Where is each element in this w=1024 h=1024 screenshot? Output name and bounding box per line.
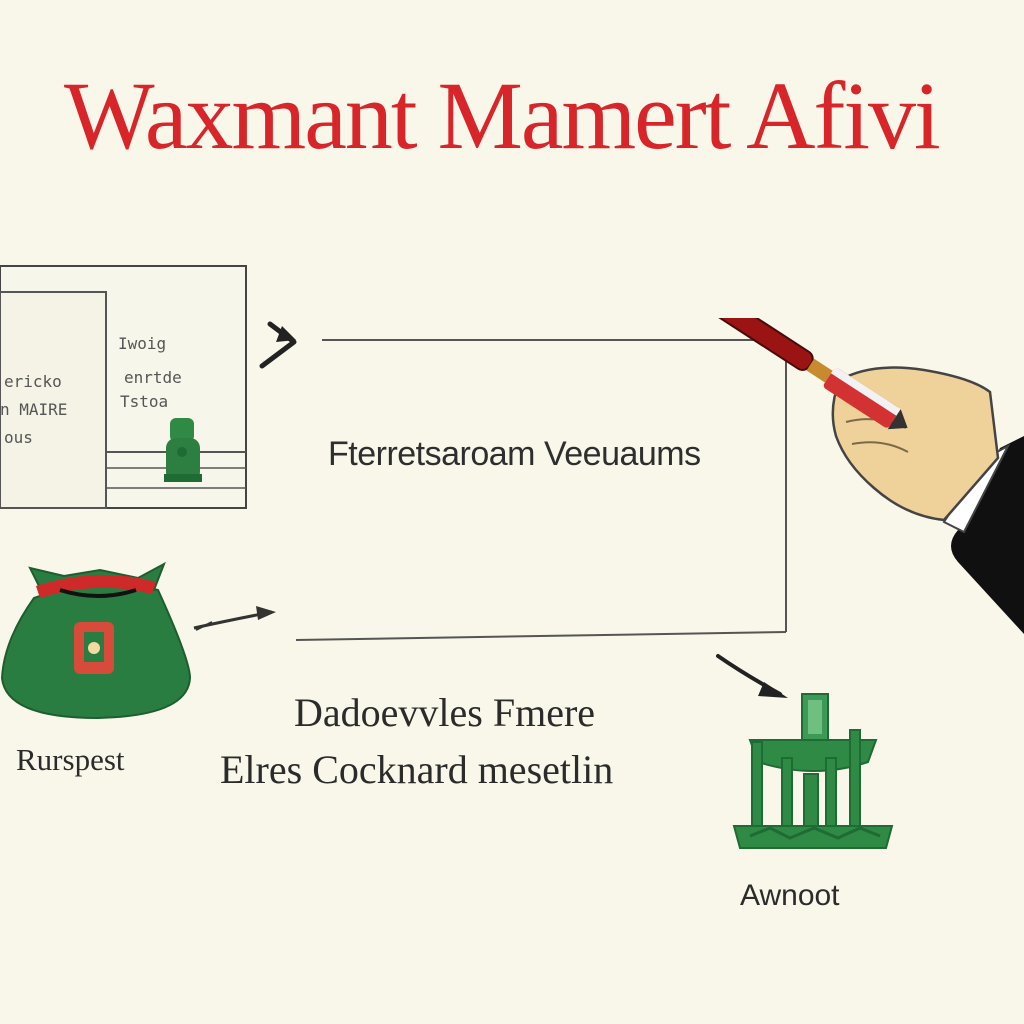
center-box-label: Fterretsaroam Veeuaums xyxy=(328,435,701,473)
hand-with-pen-icon xyxy=(709,318,1024,634)
money-bag-icon xyxy=(0,561,192,720)
document-right-line-1: Iwoig xyxy=(118,334,167,353)
scale-label: Awnoot xyxy=(740,879,840,912)
arrow-icon xyxy=(193,606,276,631)
figurine-icon xyxy=(164,418,202,482)
center-box xyxy=(295,339,787,641)
document-right-line-3: Tstoa xyxy=(120,392,169,411)
document-left-line-2: n MAIRE xyxy=(0,400,68,419)
document-icon xyxy=(0,265,247,509)
money-bag-label: Rurspest xyxy=(16,742,125,777)
page-title: Waxmant Mamert Afivi xyxy=(64,66,941,166)
emblem-icon xyxy=(74,622,114,674)
document-right-line-2: enrtde xyxy=(124,368,182,387)
document-left-line-3: ous xyxy=(4,428,33,447)
caption-line-2: Elres Cocknard mesetlin xyxy=(220,747,614,792)
caption-line-1: Dadoevvles Fmere xyxy=(294,690,596,735)
arrow-icon xyxy=(259,321,297,369)
arrow-icon xyxy=(716,654,788,698)
document-left-line-1: ericko xyxy=(4,372,62,391)
scale-icon xyxy=(732,693,894,849)
